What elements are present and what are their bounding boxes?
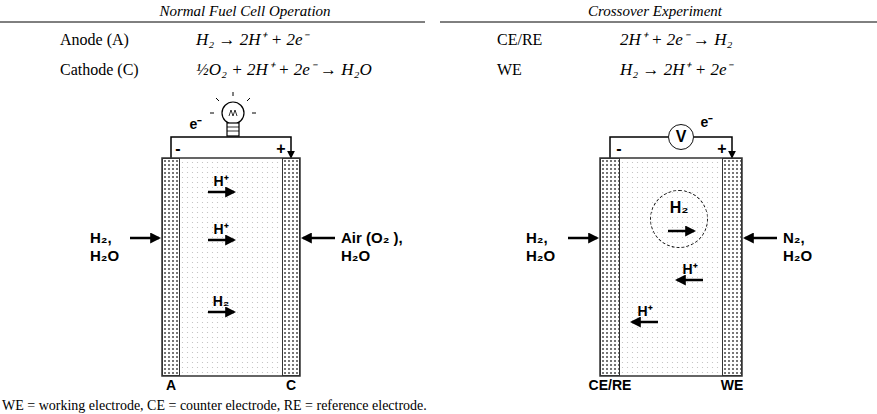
section-heading: Crossover Experiment <box>588 2 722 20</box>
electron-label: e⁻ <box>189 116 204 132</box>
section-heading: Normal Fuel Cell Operation <box>159 2 330 20</box>
voltmeter: V <box>668 124 694 150</box>
reaction-equation: H₂ → 2H⁺ + 2e⁻ <box>196 30 308 50</box>
species-label: H⁺ <box>213 221 228 237</box>
reaction-equation: 2H⁺ + 2e⁻ → H₂ <box>620 30 732 50</box>
header-rule <box>0 22 425 23</box>
inlet-label: N₂, H₂O <box>783 229 827 265</box>
node-label: H₂ <box>670 200 689 216</box>
electron-label: e⁻ <box>700 114 715 130</box>
inlet-arrow <box>568 237 597 240</box>
inlet-arrow <box>130 237 159 240</box>
fuel-cell <box>600 158 742 376</box>
proton-arrow <box>208 239 234 242</box>
electrode-name: WE <box>497 60 522 80</box>
working-electrode: WE <box>722 158 742 376</box>
inlet-arrow <box>745 237 777 240</box>
electrode-name: Cathode (C) <box>60 60 139 80</box>
counter-electrode: CE/RE <box>600 158 620 376</box>
inlet-label: Air (O₂ ), H₂O <box>341 229 423 265</box>
electrode-label: C <box>286 378 296 392</box>
species-label: H⁺ <box>682 261 697 277</box>
anode-electrode: A <box>162 158 180 376</box>
species-label: H⁺ <box>213 173 228 189</box>
inlet-arrow <box>303 237 335 240</box>
polarity-sign: - <box>175 141 180 157</box>
fuel-cell <box>162 158 300 376</box>
inlet-label: H₂, H₂O <box>526 229 566 265</box>
polarity-sign: - <box>616 141 621 157</box>
proton-arrow <box>208 191 234 194</box>
electrode-name: Anode (A) <box>60 30 129 50</box>
electrode-name: CE/RE <box>497 30 542 50</box>
node-label: V <box>676 129 687 145</box>
hydrogen-arrow <box>208 311 234 314</box>
electrode-label: WE <box>721 378 744 392</box>
hydrogen-arrow <box>668 230 694 233</box>
proton-arrow <box>632 321 658 324</box>
proton-arrow <box>677 279 703 282</box>
cathode-electrode: C <box>282 158 300 376</box>
electrode-label: A <box>166 378 176 392</box>
polarity-sign: + <box>276 141 285 157</box>
external-circuit-wire <box>171 137 291 158</box>
electrode-label: CE/RE <box>589 378 632 392</box>
caption: WE = working electrode, CE = counter ele… <box>2 398 427 413</box>
inlet-label: H₂, H₂O <box>90 229 130 265</box>
species-label: H⁺ <box>637 303 652 319</box>
external-circuit-wire <box>610 137 668 158</box>
light-bulb <box>210 92 256 136</box>
header-rule <box>440 22 877 23</box>
reaction-equation: H₂ → 2H⁺ + 2e⁻ <box>620 60 732 80</box>
reaction-equation: ½O₂ + 2H⁺ + 2e⁻ → H₂O <box>196 60 372 80</box>
species-label: H₂ <box>213 293 229 309</box>
crossover-circle: H₂ <box>650 190 708 248</box>
external-circuit-wire <box>694 137 732 158</box>
polarity-sign: + <box>717 141 726 157</box>
